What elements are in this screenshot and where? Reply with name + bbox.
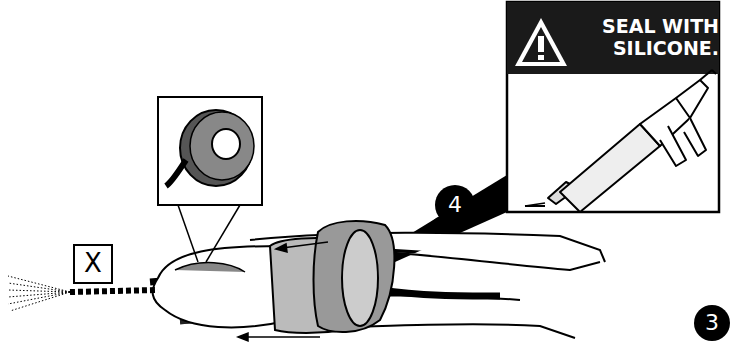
part-label-box: X (73, 244, 113, 284)
callout-number: 4 (435, 185, 475, 225)
step-number-text: 3 (705, 310, 719, 335)
callout-number-text: 4 (448, 192, 462, 217)
part-label-box-text: X (84, 249, 102, 279)
step-number: 3 (694, 305, 730, 341)
warning-box-text: SEAL WITH SILICONE. (563, 16, 719, 60)
warning-box: SEAL WITH SILICONE. (563, 6, 719, 70)
